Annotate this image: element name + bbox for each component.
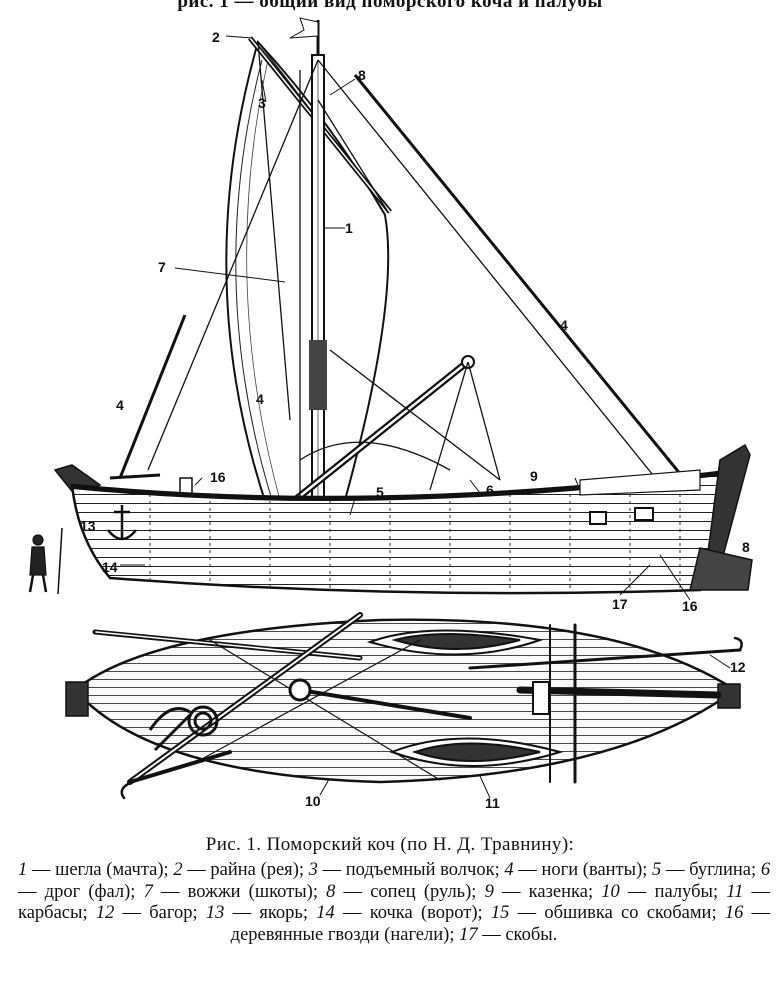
- legend-item: 5 — буглина;: [652, 860, 761, 880]
- callout-1: 1: [345, 220, 353, 236]
- legend-item: 6 — дрог (фал);: [18, 860, 771, 902]
- koch-drawing: 2 3 8 1 7 4 4 4 16 5 6 9 8 13 14 17 16: [28, 17, 753, 811]
- side-view: 2 3 8 1 7 4 4 4 16 5 6 9 8 13 14 17 16: [28, 17, 753, 799]
- legend-item: 3 — подъемный волчок;: [308, 860, 505, 880]
- hull: [70, 468, 737, 595]
- legend-item: 11 — карбасы;: [18, 881, 771, 924]
- legend-item: 1 — шегла (мачта);: [18, 860, 174, 880]
- legend-item: 8 — сопец (руль);: [326, 881, 485, 902]
- figure-caption-title: Рис. 1. Поморский коч (по Н. Д. Травнину…: [205, 834, 575, 855]
- rudder: [689, 547, 753, 591]
- callout-10: 10: [305, 793, 321, 809]
- karbas-top: [366, 629, 544, 656]
- deck-plan-view: 12 10 11: [65, 612, 746, 811]
- callout-5: 7: [158, 259, 166, 275]
- callout-4-left: 4: [116, 397, 124, 413]
- legend-item: 16 — деревянные гвозди (нагели);: [230, 903, 771, 945]
- callout-13: 13: [80, 518, 96, 534]
- callout-17: 17: [612, 596, 628, 612]
- legend-item: 9 — казенка;: [484, 881, 602, 902]
- callout-7-right: 6: [486, 482, 494, 498]
- callout-15: 14: [102, 559, 118, 575]
- legend-item: 17 — скобы.: [459, 924, 558, 945]
- karbas-bottom: [389, 737, 564, 767]
- callout-2: 2: [212, 29, 220, 45]
- man-figure-icon: [28, 527, 63, 595]
- legend-item: 14 — кочка (ворот);: [316, 903, 491, 923]
- callout-3: 3: [258, 95, 266, 111]
- legend-item: 10 — палубы;: [601, 881, 727, 902]
- callout-4-mid: 4: [256, 391, 264, 407]
- callout-9: 9: [530, 468, 538, 484]
- legend-item: 7 — вожжи (шкоты);: [143, 881, 327, 902]
- callout-7-left: 5: [376, 484, 384, 500]
- legend-item: 4 — ноги (ванты);: [504, 860, 653, 880]
- legend-text: 1 — шегла (мачта); 2 — райна (рея); 3 — …: [18, 860, 770, 946]
- callout-11: 11: [485, 795, 500, 811]
- legend-item: 12 — багор;: [95, 903, 206, 923]
- callout-8: 8: [742, 539, 750, 555]
- callout-16: 16: [682, 598, 698, 614]
- callout-14: 16: [210, 469, 226, 485]
- legend-item: 13 — якорь;: [205, 903, 317, 923]
- callout-12: 12: [730, 659, 746, 675]
- anchor-icon: [107, 505, 137, 541]
- clipped-header-line: рис. 1 — общий вид поморского коча и пал…: [177, 0, 603, 11]
- legend-item: 2 — райна (рея);: [173, 860, 309, 880]
- callout-4-right: 4: [560, 317, 568, 333]
- legend-item: 15 — обшивка со скобами;: [490, 903, 725, 923]
- callout-6: 8: [358, 67, 366, 83]
